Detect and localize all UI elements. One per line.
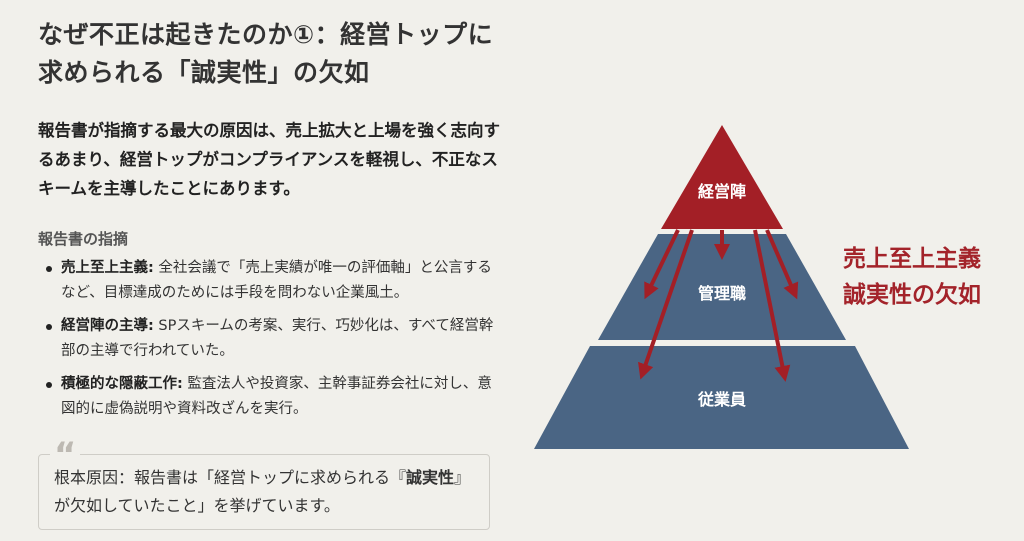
item-label: 経営陣の主導: [61,318,154,334]
list-item: 経営陣の主導: SPスキームの考案、実行、巧妙化は、すべて経営幹部の主導で行われ… [38,314,498,364]
level-managers: 管理職 [697,284,747,303]
item-text: SPスキームの考案、実行、巧妙化は、すべて経営幹部の主導で行われていた。 [61,318,494,359]
item-label: 売上至上主義: [61,260,154,276]
level-executives: 経営陣 [697,182,747,201]
findings-heading: 報告書の指摘 [38,230,129,248]
quote-mark-icon: “ [50,438,81,460]
lead-paragraph: 報告書が指摘する最大の原因は、売上拡大と上場を強く志向するあまり、経営トップがコ… [38,121,500,198]
pyramid-top [661,125,783,229]
level-employees: 従業員 [697,390,747,409]
side-callout: 売上至上主義誠実性の欠如 [843,246,981,308]
findings-list: 売上至上主義: 全社会議で「売上実績が唯一の評価軸」と公言するなど、目標達成のた… [38,256,498,430]
arrow [644,229,680,300]
pyramid-middle [598,234,846,340]
list-item: 積極的な隠蔽工作: 監査法人や投資家、主幹事証券会社に対し、意図的に虚偽説明や資… [38,372,498,422]
slide-title: なぜ不正は起きたのか①：経営トップに求められる「誠実性」の欠如 [38,20,494,87]
arrow [638,229,694,380]
item-text: 監査法人や投資家、主幹事証券会社に対し、意図的に虚偽説明や資料改ざんを実行。 [61,376,492,417]
quote-box [38,454,490,530]
arrow [765,229,799,300]
arrow [753,229,791,382]
item-text: 全社会議で「売上実績が唯一の評価軸」と公言するなど、目標達成のためには手段を問わ… [61,260,492,301]
quote-text: 根本原因：報告書は「経営トップに求められる『誠実性』が欠如していたこと」を挙げて… [54,468,471,515]
list-item: 売上至上主義: 全社会議で「売上実績が唯一の評価軸」と公言するなど、目標達成のた… [38,256,498,306]
item-label: 積極的な隠蔽工作: [61,376,183,392]
pyramid-bottom [534,346,909,449]
